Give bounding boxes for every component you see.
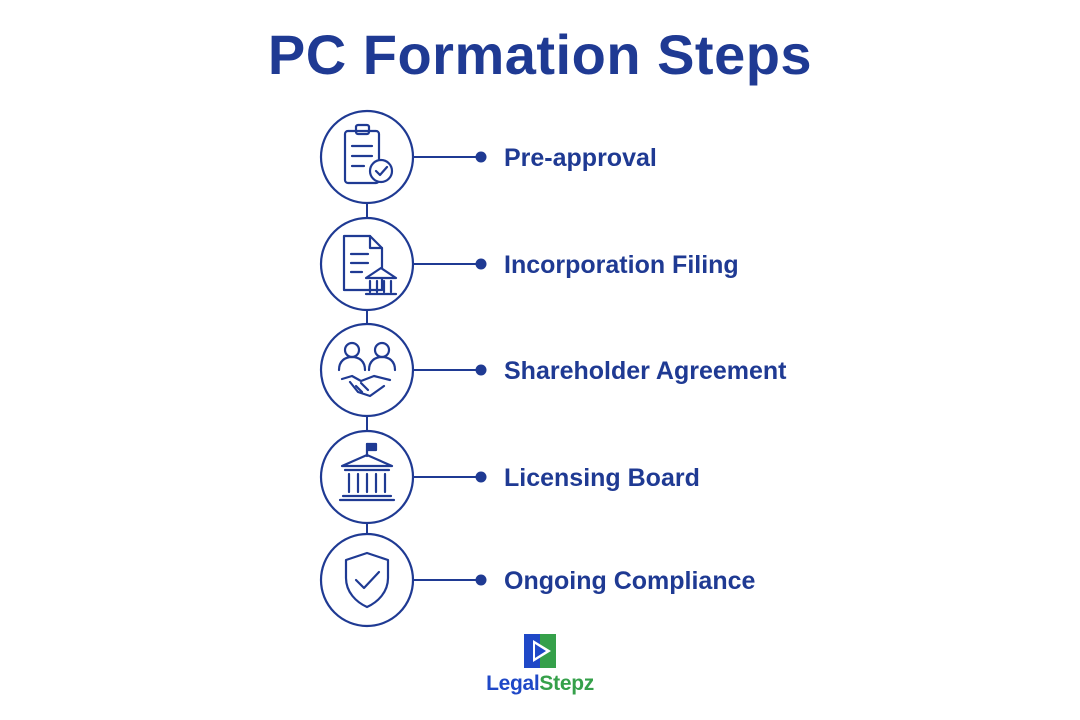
step-dot <box>475 574 487 586</box>
step-label: Shareholder Agreement <box>504 357 787 385</box>
step-4: Licensing Board <box>319 429 700 525</box>
step-circle <box>319 532 415 628</box>
step-circle <box>319 322 415 418</box>
step-dot <box>475 471 487 483</box>
shield-check-icon <box>344 551 390 609</box>
step-dot <box>475 258 487 270</box>
step-label: Ongoing Compliance <box>504 567 755 595</box>
document-bank-icon <box>342 234 398 296</box>
brand-logo: LegalStepz <box>470 634 610 696</box>
step-5: Ongoing Compliance <box>319 532 755 628</box>
step-label: Pre-approval <box>504 144 657 172</box>
handshake-people-icon <box>337 341 397 398</box>
step-3: Shareholder Agreement <box>319 322 787 418</box>
brand-name: LegalStepz <box>470 672 610 696</box>
step-label: Licensing Board <box>504 464 700 492</box>
page-title: PC Formation Steps <box>267 23 813 86</box>
play-logo-icon <box>524 634 556 668</box>
brand-name-part1: Legal <box>486 672 540 695</box>
brand-name-part2: Stepz <box>539 672 594 695</box>
government-building-icon <box>338 442 396 502</box>
step-1: Pre-approval <box>319 109 657 205</box>
step-2: Incorporation Filing <box>319 216 739 312</box>
step-dot <box>475 364 487 376</box>
clipboard-check-icon <box>343 123 394 185</box>
step-label: Incorporation Filing <box>504 251 739 279</box>
step-dot <box>475 151 487 163</box>
